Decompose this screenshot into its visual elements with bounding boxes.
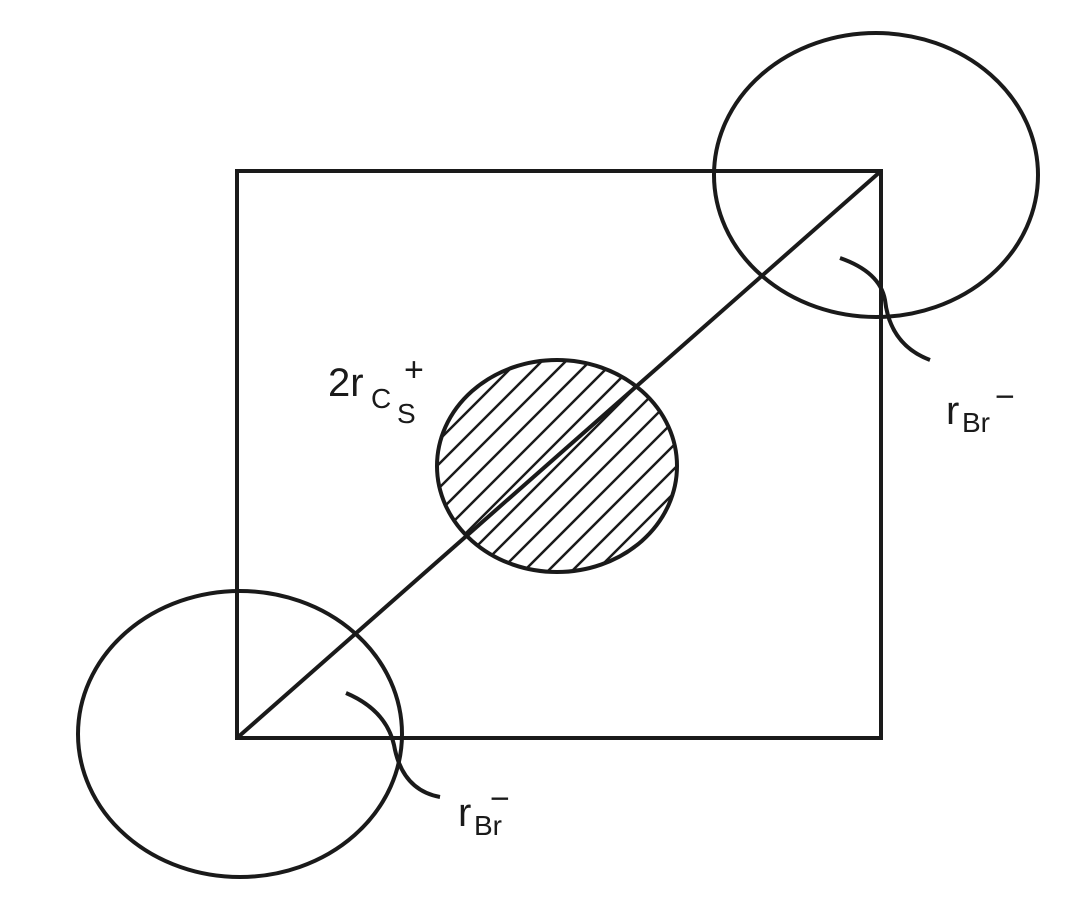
cs-label-sup: + [404,351,424,389]
cs-label-sub: C [371,383,391,414]
cell-diagonal [235,169,883,740]
hatch-line [437,360,677,572]
hatch-line [544,360,677,572]
hatch-line [437,360,594,572]
cs-ion-circle [435,358,679,574]
hatch-line [472,360,677,572]
hatch-line [437,360,666,572]
br-ion-top-right [712,31,1040,319]
cs-ion-hatching [437,360,677,572]
br-radius-pointer-top [839,256,931,362]
br-radius-label-top: r Br − [946,378,1015,438]
cs-label-main: 2r [328,361,364,405]
cs-label-subsub: S [397,398,416,429]
br-radius-label-bottom: r Br − [458,780,510,841]
hatch-line [568,360,677,572]
hatch-line [437,360,642,572]
br-top-label-sub: Br [962,407,990,438]
br-radius-pointer-bottom [345,691,441,799]
br-ion-bottom-left [76,589,404,879]
br-bottom-label-sup: − [490,780,510,818]
br-bottom-label-sub: Br [474,810,502,841]
cs-radius-label: 2r C S + [328,351,424,429]
hatch-line [437,360,677,572]
hatch-line [437,360,677,572]
hatch-line [437,360,677,572]
br-bottom-label-main: r [458,791,471,835]
br-top-label-main: r [946,389,959,433]
hatch-line [520,360,677,572]
hatch-line [437,360,677,572]
br-top-label-sup: − [995,378,1015,416]
unit-cell-square [235,169,883,740]
hatch-line [448,360,677,572]
